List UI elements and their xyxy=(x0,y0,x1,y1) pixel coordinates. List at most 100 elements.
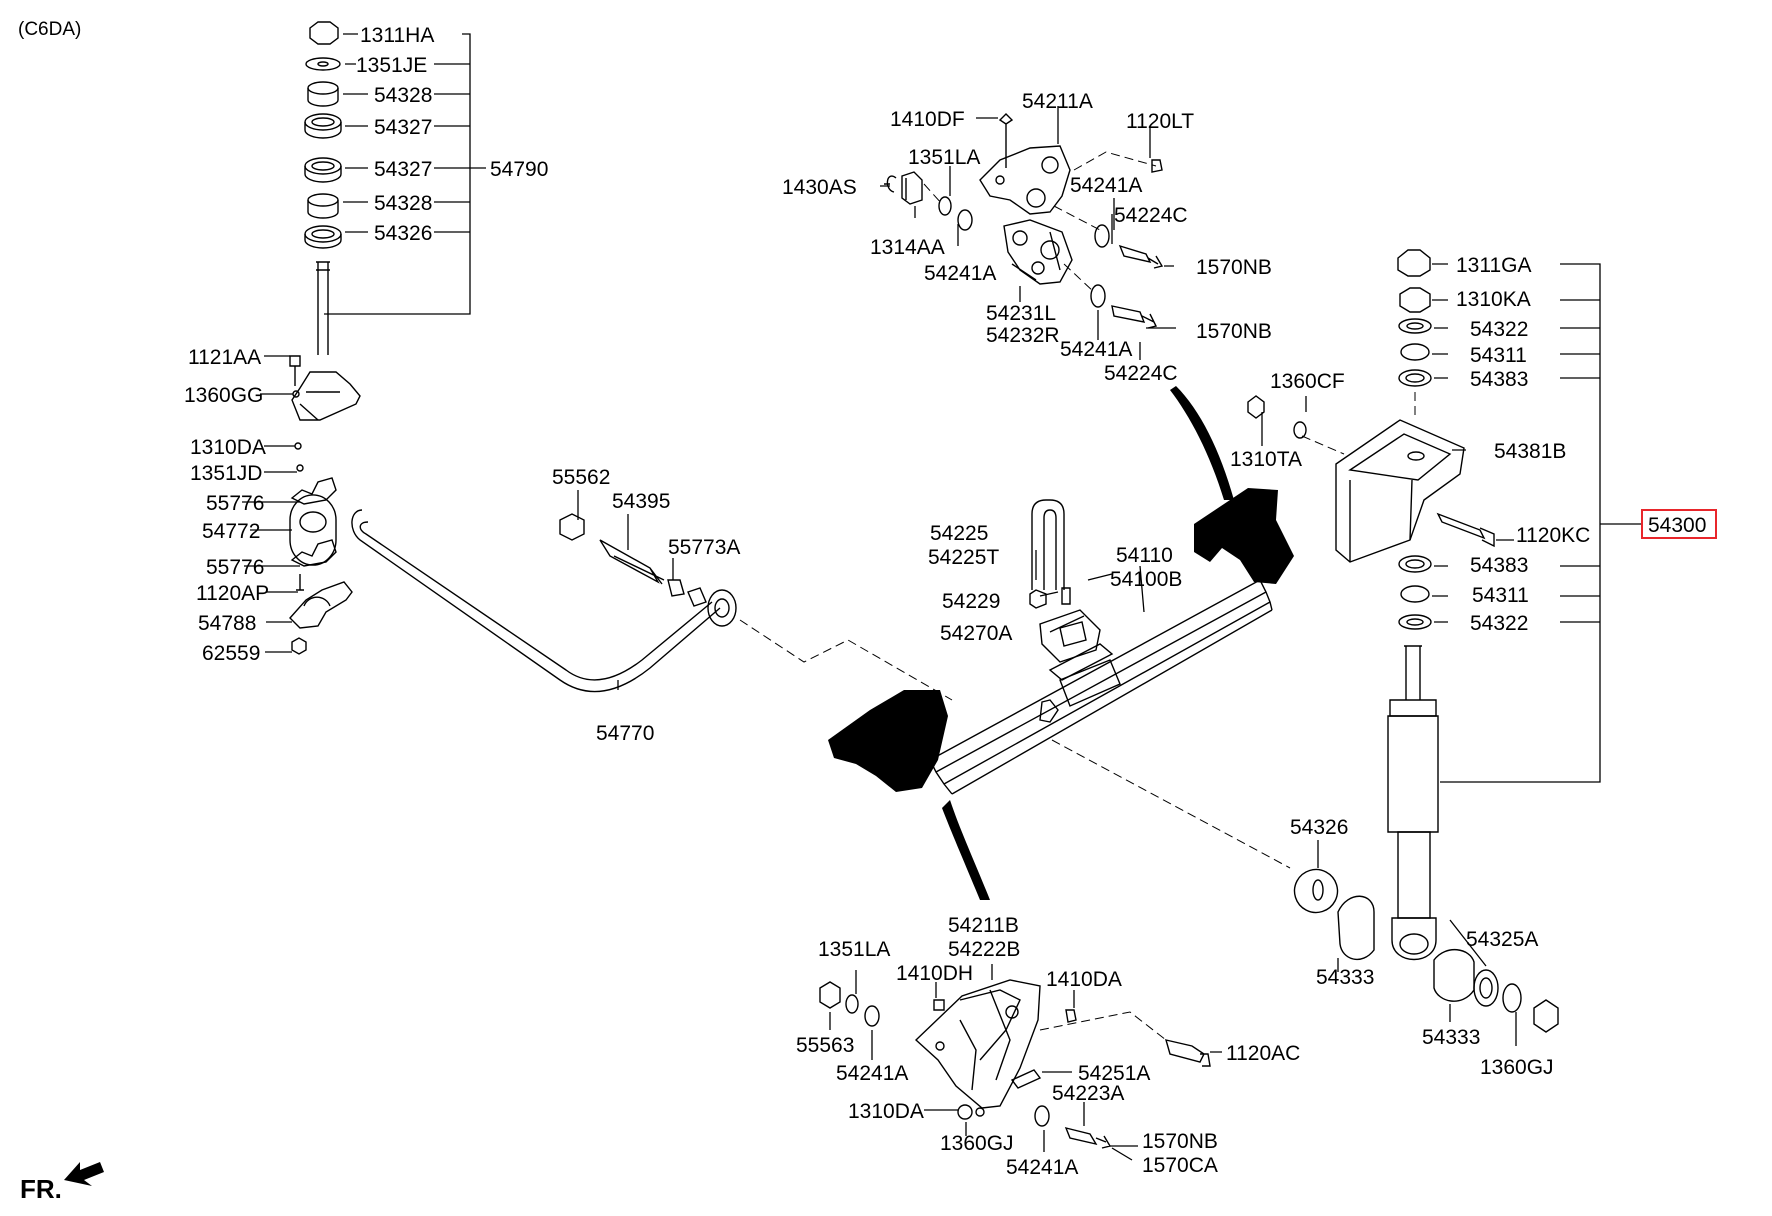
label-54300-assembly: 54300 xyxy=(1648,514,1706,537)
label-54311-upper: 54311 xyxy=(1470,344,1527,367)
label-54395: 54395 xyxy=(612,490,670,513)
label-54328-upper: 54328 xyxy=(374,84,432,107)
label-54222b: 54222B xyxy=(948,938,1020,961)
rear-hanger-leader-lines xyxy=(829,964,1222,1161)
label-54328-lower: 54328 xyxy=(374,192,432,215)
front-hanger-leader-lines xyxy=(880,106,1176,360)
label-54232r: 54232R xyxy=(986,324,1060,347)
label-54229: 54229 xyxy=(942,590,1000,613)
label-1570nb-lower: 1570NB xyxy=(1196,320,1272,343)
label-54100b: 54100B xyxy=(1110,568,1182,591)
label-54231l: 54231L xyxy=(986,302,1056,325)
label-55562: 55562 xyxy=(552,466,610,489)
label-54383-upper: 54383 xyxy=(1470,368,1528,391)
label-1310ta: 1310TA xyxy=(1230,448,1302,471)
label-1310ka: 1310KA xyxy=(1456,288,1531,311)
label-54788: 54788 xyxy=(198,612,256,635)
label-54327-lower: 54327 xyxy=(374,158,432,181)
label-54225t: 54225T xyxy=(928,546,999,569)
label-54211a: 54211A xyxy=(1022,90,1093,113)
label-54223a: 54223A xyxy=(1052,1082,1124,1105)
label-1310da-rear: 1310DA xyxy=(848,1100,924,1123)
front-hanger-parts xyxy=(884,113,1234,500)
label-54322-upper: 54322 xyxy=(1470,318,1528,341)
label-54381b: 54381B xyxy=(1494,440,1566,463)
rear-hanger-part-labels: 54211B 54222B 1351LA 1410DH 1410DA 55563… xyxy=(796,914,1300,1179)
label-1430as: 1430AS xyxy=(782,176,857,199)
label-54322-lower: 54322 xyxy=(1470,612,1528,635)
front-hanger-part-labels: 54211A 1410DF 1120LT 1351LA 1430AS 54241… xyxy=(782,90,1272,385)
label-54270a: 54270A xyxy=(940,622,1012,645)
label-54225: 54225 xyxy=(930,522,988,545)
label-1360gj-rear: 1360GJ xyxy=(1480,1056,1554,1079)
leaf-spring-leader-lines xyxy=(1035,396,1517,1046)
shock-absorber-parts xyxy=(1335,249,1495,961)
label-54211b: 54211B xyxy=(948,914,1019,937)
label-1360cf: 1360CF xyxy=(1270,370,1345,393)
label-1120ap: 1120AP xyxy=(196,582,269,605)
leaf-spring-part-labels: 54225 54225T 54110 54100B 54229 54270A 1… xyxy=(928,370,1554,1079)
label-1120ac: 1120AC xyxy=(1226,1042,1300,1065)
front-direction-indicator: FR. xyxy=(20,1162,104,1204)
shock-absorber-part-labels: 1311GA 1310KA 54322 54311 54383 54381B 1… xyxy=(1456,254,1717,635)
label-1311ga: 1311GA xyxy=(1456,254,1532,277)
assembly-highlight-box xyxy=(1641,509,1717,539)
label-54311-lower: 54311 xyxy=(1472,584,1529,607)
label-54241a-rear-1: 54241A xyxy=(836,1062,908,1085)
label-55773a: 55773A xyxy=(668,536,740,559)
label-62559: 62559 xyxy=(202,642,260,665)
front-direction-label: FR. xyxy=(20,1174,62,1204)
label-1120kc: 1120KC xyxy=(1516,524,1590,547)
label-54110: 54110 xyxy=(1116,544,1173,567)
label-54241a-front-1: 54241A xyxy=(1070,174,1142,197)
label-1120lt: 1120LT xyxy=(1126,110,1194,133)
shock-absorber-leader-lines xyxy=(1432,263,1642,783)
stabilizer-link-parts xyxy=(289,21,737,693)
label-1121aa: 1121AA xyxy=(188,346,261,369)
label-1570nb-upper: 1570NB xyxy=(1196,256,1272,279)
front-arrow-icon xyxy=(64,1162,104,1186)
label-54241a-front-3: 54241A xyxy=(1060,338,1132,361)
label-54770: 54770 xyxy=(596,722,654,745)
leaf-spring-rear-shackle xyxy=(1247,395,1559,1033)
front-hanger-dashed-lines xyxy=(923,151,1157,293)
label-1360gj-rear-hanger: 1360GJ xyxy=(940,1132,1014,1155)
label-1410dh: 1410DH xyxy=(896,962,973,985)
label-54241a-front-2: 54241A xyxy=(924,262,996,285)
stabilizer-leader-lines xyxy=(242,33,674,690)
label-1570ca: 1570CA xyxy=(1142,1154,1218,1177)
label-1351la-rear: 1351LA xyxy=(818,938,890,961)
label-1351je: 1351JE xyxy=(356,54,427,77)
model-code: (C6DA) xyxy=(18,19,81,40)
label-1570nb-rear: 1570NB xyxy=(1142,1130,1218,1153)
label-54325a: 54325A xyxy=(1466,928,1538,951)
label-1410da: 1410DA xyxy=(1046,968,1122,991)
label-1310da-stab: 1310DA xyxy=(190,436,266,459)
label-54790: 54790 xyxy=(490,158,548,181)
label-1410df: 1410DF xyxy=(890,108,965,131)
label-1360gg: 1360GG xyxy=(184,384,263,407)
label-55776-lower: 55776 xyxy=(206,556,264,579)
label-54326-stab: 54326 xyxy=(374,222,432,245)
label-54333-right: 54333 xyxy=(1422,1026,1480,1049)
label-54224c-upper: 54224C xyxy=(1114,204,1188,227)
label-1351la-front: 1351LA xyxy=(908,146,980,169)
leaf-spring-parts xyxy=(828,488,1294,900)
stabilizer-part-labels: 1311HA 1351JE 54328 54327 54327 54328 54… xyxy=(184,24,740,745)
leaf-spring-dashed-lines xyxy=(739,435,1345,869)
label-54327-upper: 54327 xyxy=(374,116,432,139)
label-1314aa: 1314AA xyxy=(870,236,945,259)
rear-hanger-parts xyxy=(819,979,1211,1149)
label-55776-upper: 55776 xyxy=(206,492,264,515)
label-55563: 55563 xyxy=(796,1034,854,1057)
rear-hanger-dashed-lines xyxy=(1039,1011,1167,1041)
label-54241a-rear-2: 54241A xyxy=(1006,1156,1078,1179)
label-1311ha: 1311HA xyxy=(360,24,434,47)
label-54326-rear: 54326 xyxy=(1290,816,1348,839)
label-54333-left: 54333 xyxy=(1316,966,1374,989)
label-1351jd: 1351JD xyxy=(190,462,262,485)
label-54772: 54772 xyxy=(202,520,260,543)
label-54251a: 54251A xyxy=(1078,1062,1150,1085)
